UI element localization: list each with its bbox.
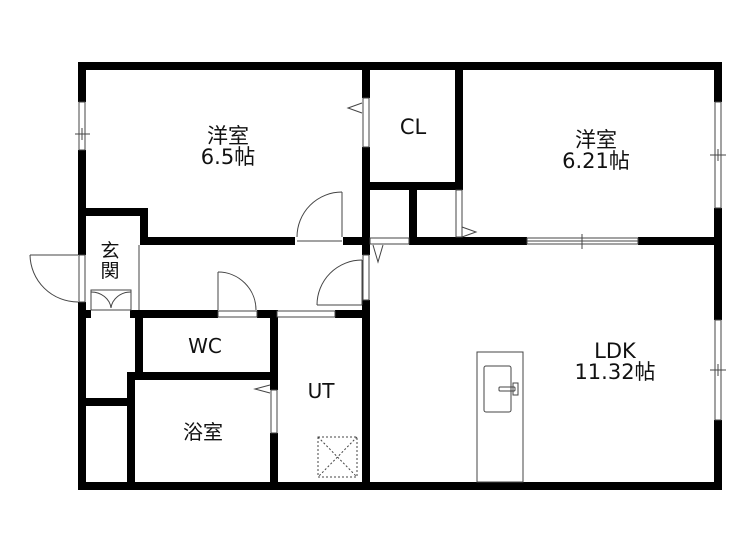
- openings: [29, 97, 726, 483]
- room-western-2: 洋室 6.21帖: [546, 130, 646, 172]
- room-ldk: LDK 11.32帖: [560, 341, 670, 383]
- room-name: 玄関: [100, 240, 120, 282]
- room-bathroom: 浴室: [163, 422, 243, 442]
- room-western-1: 洋室 6.5帖: [178, 126, 278, 168]
- room-utility: UT: [290, 381, 352, 401]
- room-toilet: WC: [170, 336, 240, 356]
- room-name: 洋室: [575, 128, 617, 152]
- room-area: 6.5帖: [200, 145, 256, 169]
- walls: [78, 62, 722, 490]
- room-name: 洋室: [207, 124, 249, 148]
- room-closet: CL: [382, 117, 444, 138]
- room-area: 6.21帖: [562, 149, 630, 173]
- room-area: 11.32帖: [574, 360, 656, 384]
- room-name: LDK: [594, 339, 636, 363]
- room-name: UT: [307, 379, 335, 403]
- room-name: WC: [188, 334, 222, 358]
- room-name: CL: [399, 115, 427, 139]
- room-entrance: 玄関: [99, 240, 121, 282]
- room-name: 浴室: [183, 420, 223, 444]
